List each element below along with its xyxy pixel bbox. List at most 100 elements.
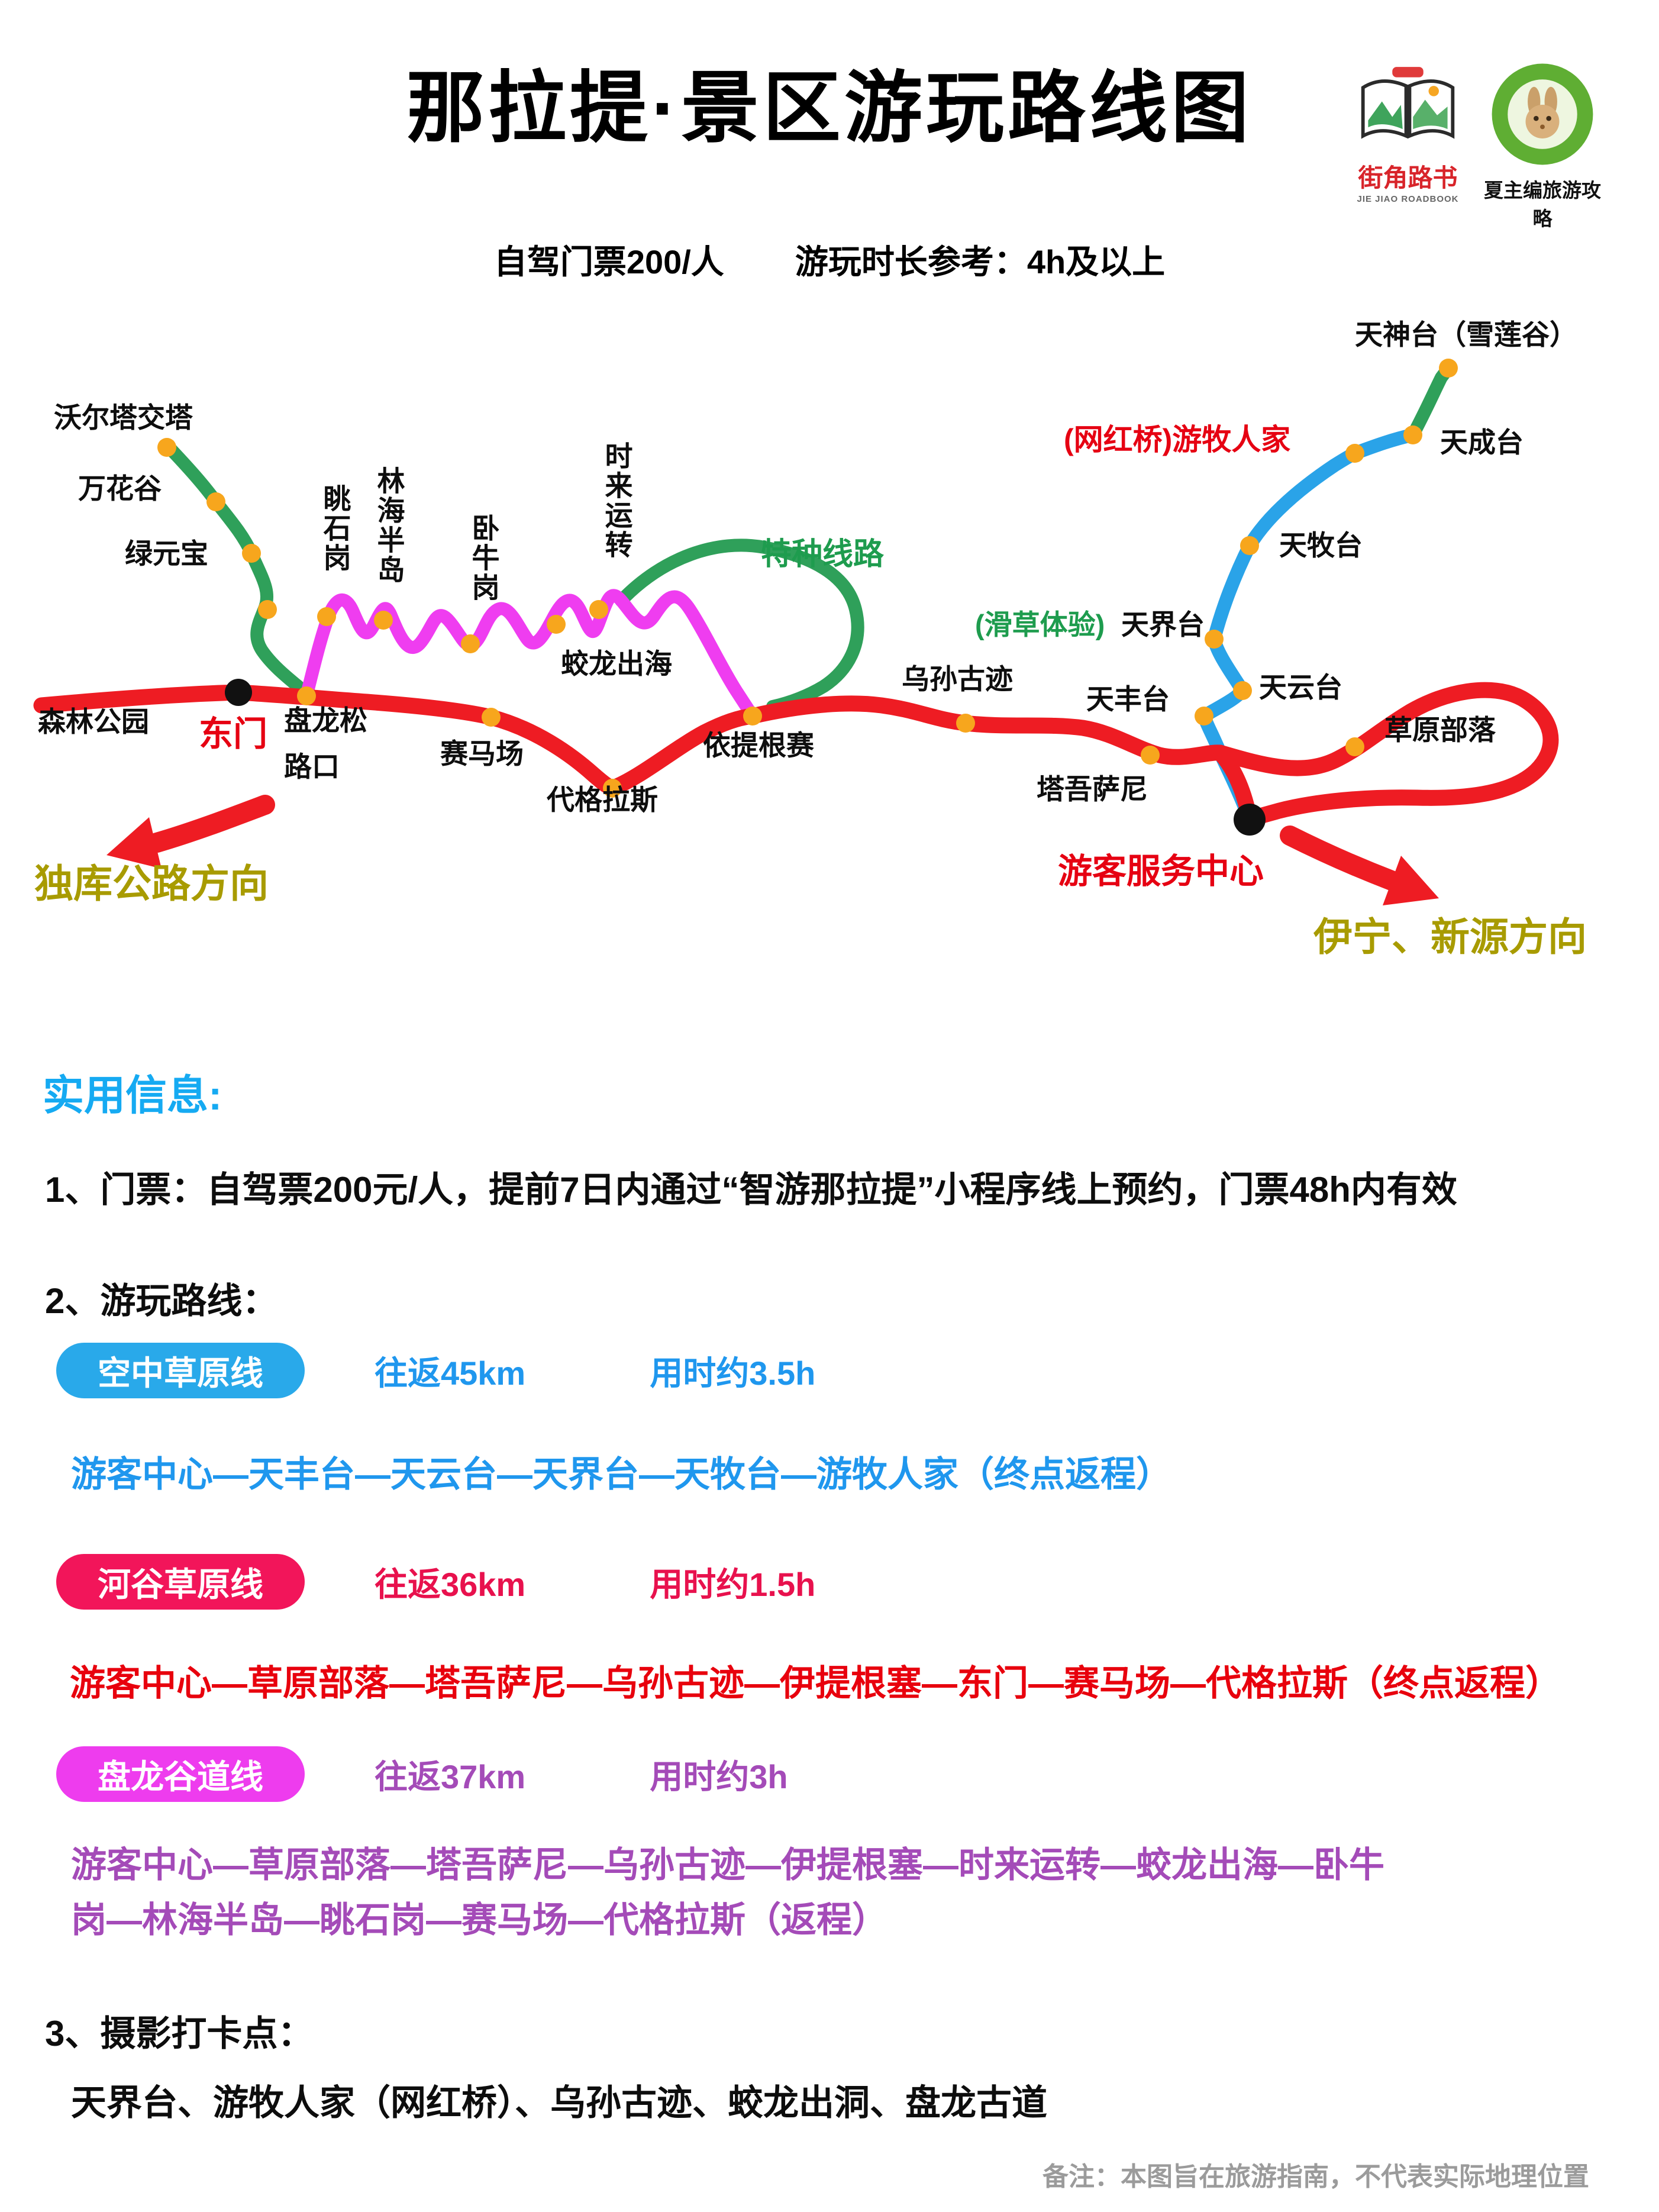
station-label-daigelasi: 代格拉斯	[546, 784, 658, 815]
right-direction-arrow-head	[1383, 856, 1439, 905]
station-label-panlonglukou: 路口	[284, 751, 340, 782]
station-dot-linhaibandao	[374, 611, 393, 630]
sky-route-badge: 空中草原线	[56, 1343, 305, 1398]
station-label-youmurenjia: (网红桥)游牧人家	[1064, 423, 1290, 456]
station-label-woertajiaota: 沃尔塔交塔	[54, 402, 193, 433]
duku-direction-label: 独库公路方向	[34, 862, 269, 905]
station-label-tianmutai: 天牧台	[1279, 530, 1363, 561]
station-dot-wanhuagu	[206, 492, 225, 511]
xia-logo-name: 夏主编旅游攻略	[1484, 179, 1601, 230]
station-dot-tianshentai	[1439, 359, 1458, 378]
station-dot-tianmutai	[1240, 536, 1259, 555]
mountain-left	[1368, 101, 1403, 130]
station-dot-saimachang	[482, 708, 501, 727]
panlong-route-row: 盘龙谷道线 往返37km 用时约3h	[56, 1746, 788, 1803]
special-route-line	[615, 539, 864, 713]
station-label-senlingongyuan: 森林公园	[38, 706, 149, 737]
station-label-linhaibandao: 林海半岛	[373, 466, 405, 585]
sky-route-path: 游客中心—天丰台—天云台—天界台—天牧台—游牧人家（终点返程）	[71, 1455, 1171, 1494]
page-title: 那拉提·景区游玩路线图	[406, 65, 1253, 151]
station-label-panlongsong: 盘龙松	[284, 705, 367, 736]
station-label-tianshentai: 天神台（雪莲谷）	[1355, 319, 1577, 350]
east-gate-dot	[225, 679, 252, 706]
station-label-tianjietai: 天界台	[1121, 609, 1205, 640]
station-dot-green-mid	[258, 600, 277, 619]
yining-direction-label: 伊宁、新源方向	[1313, 915, 1587, 959]
ticket-info: 自驾门票200/人	[493, 243, 724, 280]
valley-route-line	[33, 684, 1258, 828]
green-route-west	[160, 438, 313, 702]
sky-route-duration: 用时约3.5h	[650, 1354, 816, 1392]
routes-section-title: 2、游玩路线：	[45, 1281, 278, 1321]
right-direction-arrow-shaft	[1280, 826, 1402, 891]
valley-route-duration: 用时约1.5h	[650, 1565, 816, 1603]
station-dot-tawusani	[1141, 746, 1160, 765]
station-dot-tianfengtai	[1195, 707, 1213, 725]
panlong-route-path: 游客中心—草原部落—塔吾萨尼—乌孙古迹—伊提根塞—时来运转—蛟龙出海—卧牛岗—林…	[71, 1845, 1384, 1940]
station-label-wanhuagu: 万花谷	[78, 473, 162, 504]
roadbook-logo-icon	[1361, 67, 1455, 139]
station-label-dongmen: 东门	[199, 715, 267, 753]
bunny-nose	[1540, 124, 1545, 130]
station-label-tawusani: 塔吾萨尼	[1037, 773, 1148, 805]
mountain-right	[1413, 99, 1448, 130]
station-label-wusunguji: 乌孙古迹	[902, 663, 1013, 695]
ticket-rule-text: 1、门票：自驾票200元/人，提前7日内通过“智游那拉提”小程序线上预约，门票4…	[45, 1170, 1457, 1210]
station-label-saimachang: 赛马场	[440, 738, 524, 769]
station-label-jiaolongchuhai: 蛟龙出海	[561, 648, 672, 679]
station-dot-youmurenjia	[1345, 444, 1364, 463]
panlong-route-distance: 往返37km	[375, 1758, 526, 1795]
footer-note: 备注：本图旨在旅游指南，不代表实际地理位置	[1042, 2162, 1589, 2191]
visitor-center-label: 游客服务中心	[1058, 852, 1264, 891]
station-label-tiaoshigang: 眺石岗	[319, 484, 351, 573]
station-dot-tiaoshigang	[317, 607, 336, 626]
station-label-lvyuanbao: 绿元宝	[125, 538, 208, 569]
photo-section-title: 3、摄影打卡点：	[45, 2014, 314, 2053]
station-dot-tianjietai	[1205, 630, 1224, 649]
valley-route-loop	[1212, 682, 1559, 825]
panlong-route-line	[300, 589, 759, 723]
station-dot-yitigensai	[743, 707, 762, 725]
valley-route-path: 游客中心—草原部落—塔吾萨尼—乌孙古迹—伊提根塞—东门—赛马场—代格拉斯（终点返…	[70, 1663, 1561, 1703]
sky-route-row: 空中草原线 往返45km 用时约3.5h	[56, 1342, 815, 1399]
route-map: 沃尔塔交塔 万花谷 绿元宝 眺石岗 林海半岛 卧牛岗 时来运转 蛟龙出海 特种线…	[33, 319, 1587, 959]
grass-slide-label: (滑草体验)	[975, 609, 1105, 640]
station-label-yitigensai: 依提根赛	[703, 730, 815, 761]
station-dot-woertajiaota	[157, 438, 176, 457]
station-dot-woniugang	[461, 634, 480, 653]
station-label-tianfengtai: 天丰台	[1086, 683, 1170, 715]
station-dot-panlongsong	[297, 686, 316, 705]
station-label-tianyuntai: 天云台	[1259, 672, 1342, 703]
valley-route-row: 河谷草原线 往返36km 用时约1.5h	[56, 1553, 815, 1610]
left-direction-arrow-head	[106, 817, 162, 869]
valley-route-badge: 河谷草原线	[56, 1554, 305, 1610]
info-heading: 实用信息:	[43, 1072, 222, 1118]
roadbook-banner	[1392, 67, 1424, 78]
valley-route-distance: 往返36km	[375, 1565, 526, 1603]
bunny-eye-left	[1534, 115, 1539, 121]
sky-route-distance: 往返45km	[375, 1354, 526, 1392]
green-route-north	[1406, 362, 1455, 441]
station-dot-lvyuanbao	[242, 544, 261, 563]
roadbook-logo-sub: JIE JIAO ROADBOOK	[1357, 194, 1459, 204]
subtitle: 自驾门票200/人 游玩时长参考：4h及以上	[0, 236, 1659, 283]
left-direction-arrow-shaft	[147, 795, 275, 853]
roadbook-logo: 街角路书 JIE JIAO ROADBOOK	[1350, 66, 1466, 204]
station-dot-wusunguji	[956, 714, 975, 733]
photo-spots-text: 天界台、游牧人家（网红桥）、乌孙古迹、蛟龙出洞、盘龙古道	[71, 2083, 1047, 2123]
station-label-shilaiyunzhuan: 时来运转	[601, 441, 633, 560]
station-dot-caoyuanbuluo	[1345, 737, 1364, 756]
duration-info: 游玩时长参考：4h及以上	[795, 243, 1166, 280]
station-dot-tianyuntai	[1233, 681, 1252, 700]
sun-icon	[1428, 86, 1439, 96]
panlong-route-duration: 用时约3h	[650, 1758, 788, 1795]
visitor-center-dot	[1234, 804, 1266, 836]
station-label-caoyuanbuluo: 草原部落	[1384, 714, 1496, 746]
station-label-woniugang: 卧牛岗	[468, 514, 499, 602]
panlong-route-badge: 盘龙谷道线	[56, 1746, 305, 1802]
station-dot-jiaolongchuhai	[547, 615, 566, 634]
bunny-eye-right	[1546, 115, 1551, 121]
station-dot-tianchengtai	[1403, 425, 1422, 444]
roadbook-logo-name: 街角路书	[1358, 164, 1458, 192]
xia-logo-icon	[1492, 63, 1593, 165]
